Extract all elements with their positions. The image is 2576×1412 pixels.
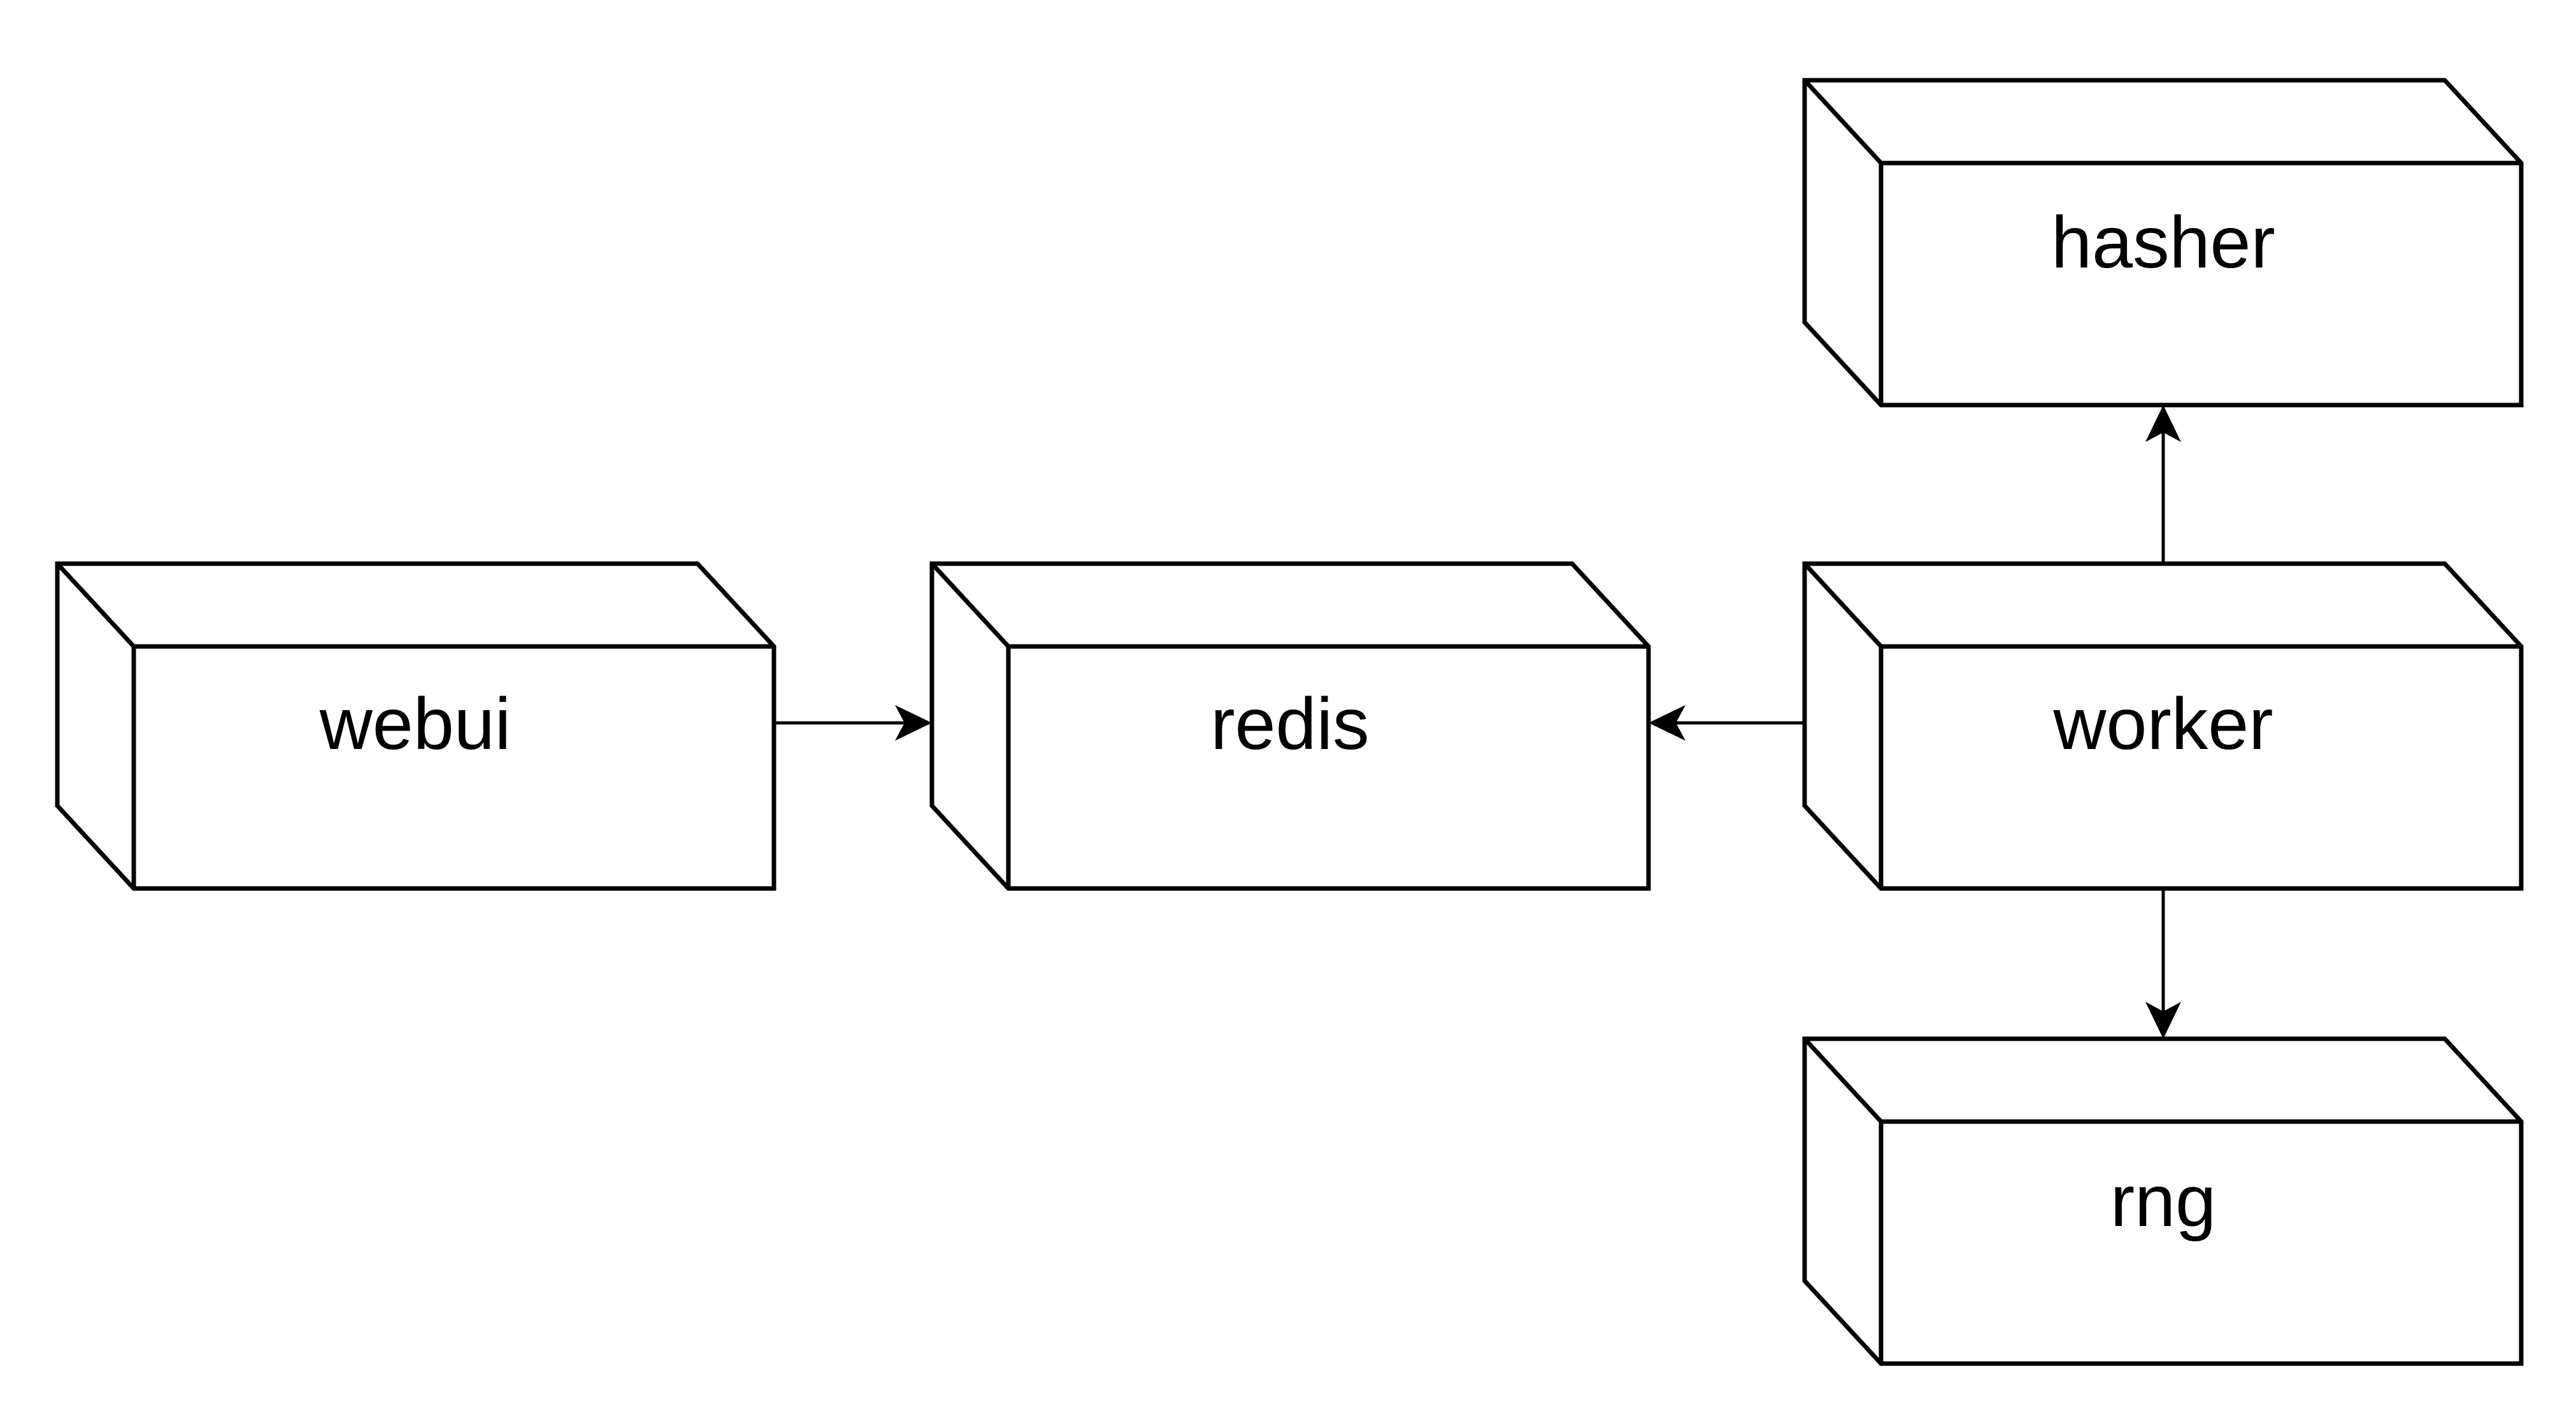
hasher-label: hasher xyxy=(2051,202,2275,283)
edge-worker-redis xyxy=(1649,705,1805,741)
edge-webui-redis-arrowhead-icon xyxy=(895,705,932,741)
redis-box3d-edges xyxy=(930,562,1649,888)
edge-worker-hasher xyxy=(2145,405,2181,564)
edge-worker-rng xyxy=(2145,888,2181,1039)
node-webui: webui xyxy=(55,561,776,891)
edge-worker-redis-arrowhead-icon xyxy=(1649,705,1685,741)
node-hasher: hasher xyxy=(1802,78,2524,408)
edge-webui-redis xyxy=(774,705,932,741)
hasher-box3d-edges xyxy=(1803,78,2521,405)
node-worker: worker xyxy=(1802,561,2524,891)
rng-box3d-edges xyxy=(1803,1037,2521,1364)
webui-label: webui xyxy=(319,683,511,765)
worker-box3d-edges xyxy=(1803,562,2521,888)
edge-worker-hasher-arrowhead-icon xyxy=(2145,405,2181,442)
worker-label: worker xyxy=(2052,683,2273,765)
node-rng: rng xyxy=(1802,1036,2524,1366)
webui-box3d-edges xyxy=(55,562,774,888)
rng-label: rng xyxy=(2110,1160,2216,1242)
redis-label: redis xyxy=(1210,683,1369,765)
node-redis: redis xyxy=(929,561,1651,891)
edge-worker-rng-arrowhead-icon xyxy=(2145,1002,2181,1039)
